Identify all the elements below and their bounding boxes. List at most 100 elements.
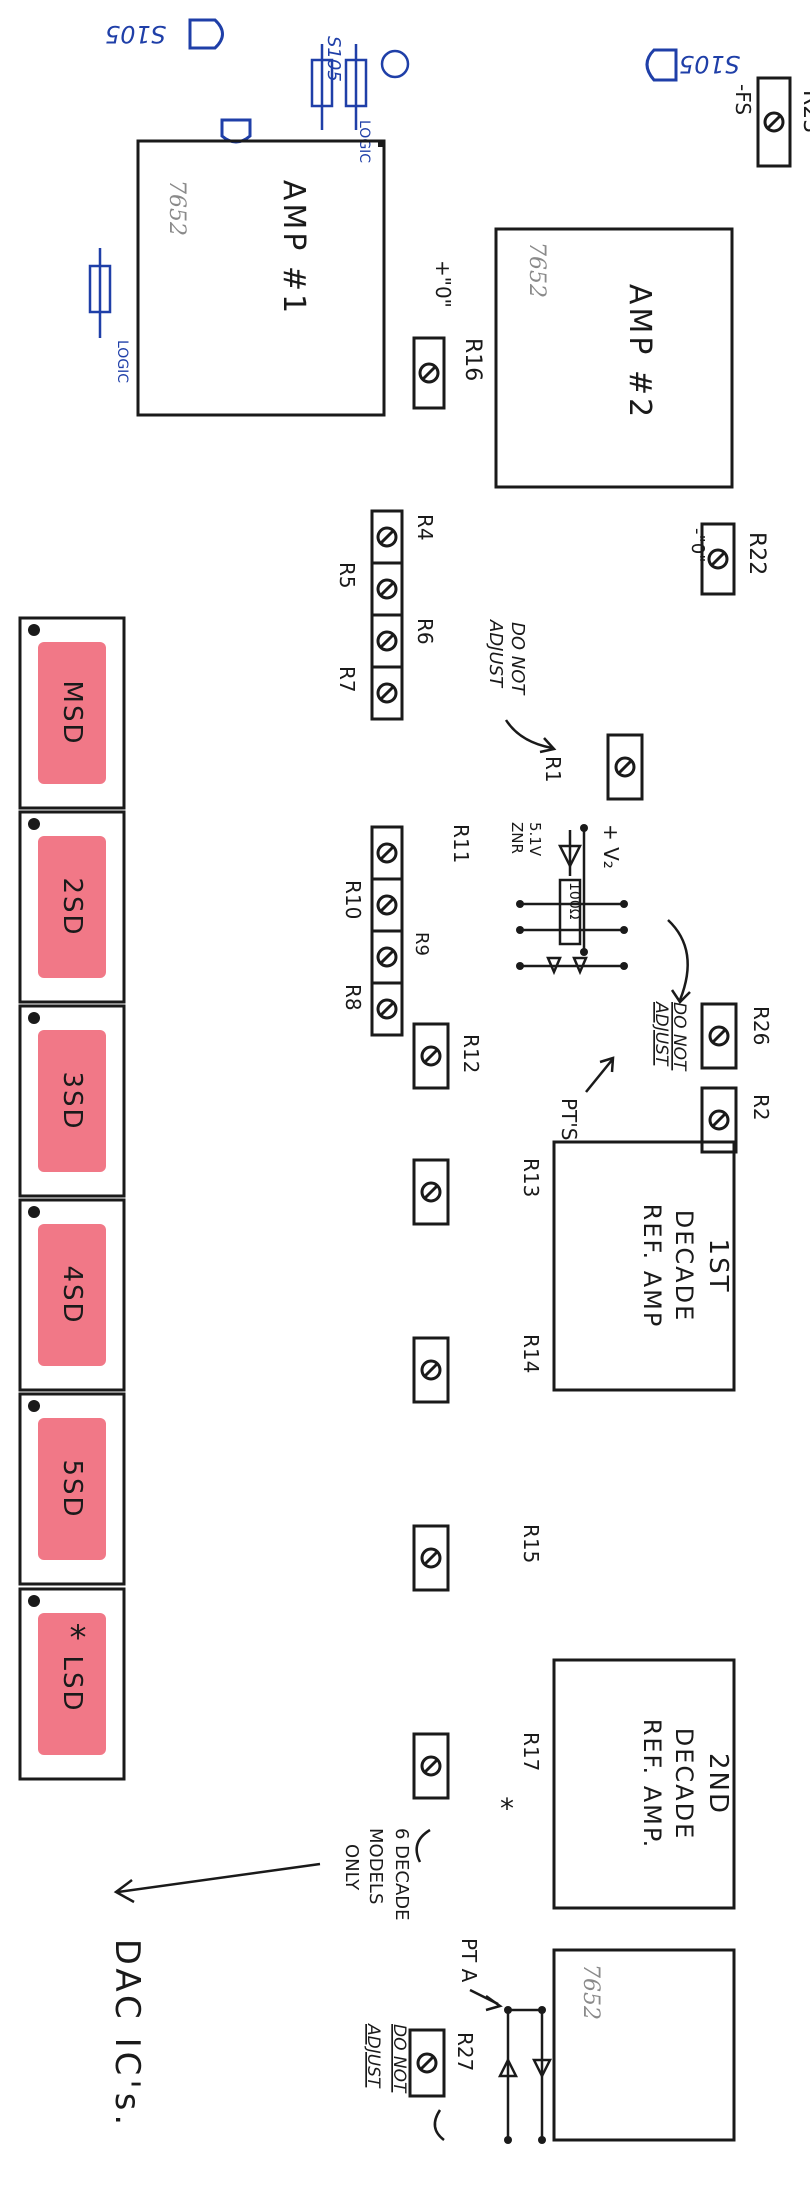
r5-label: R5 xyxy=(335,562,359,589)
dac-chip-body xyxy=(18,1004,126,1198)
diode-icon xyxy=(497,2057,519,2078)
trimmer-r12: R12 xyxy=(412,1022,483,1090)
reference-diode-cluster: + V₂ 5.1V ZNR 100Ω xyxy=(508,822,628,976)
s105-text-right: S105 xyxy=(679,50,740,78)
r2-label: R2 xyxy=(749,1094,773,1121)
six-decade-line3: ONLY xyxy=(341,1844,362,1891)
ref-amp-2-line2: DECADE xyxy=(670,1728,698,1840)
dac-chip-highlight xyxy=(38,1224,106,1366)
logic-left-text: LOGIC xyxy=(114,340,130,383)
r9-label: R9 xyxy=(411,932,432,956)
dac-chip-label: MSD xyxy=(57,681,87,746)
trimmer-r17: R17 * 6 DECADE MODELS ONLY xyxy=(113,1732,543,1921)
dac-chip-highlight xyxy=(38,642,106,784)
r22-note: -"0" xyxy=(687,528,708,563)
arrow-icon xyxy=(539,737,557,754)
dac-chip-body xyxy=(18,616,126,810)
dac-chip-5sd: 5SD xyxy=(18,1392,126,1586)
dac-chip-lsd: LSD* xyxy=(18,1587,126,1781)
trimmer-r16: R16 +"0" xyxy=(412,260,485,410)
chip-right-part: 7652 xyxy=(578,1964,603,2020)
ref-amp-1-line1: 1ST xyxy=(703,1239,733,1294)
pin1-dot-icon xyxy=(28,1012,40,1024)
r16-label: R16 xyxy=(460,338,485,381)
r15-label: R15 xyxy=(519,1524,543,1563)
annotation-shape-icon xyxy=(188,18,224,50)
dac-chip-2sd: 2SD xyxy=(18,810,126,1004)
diode-icon xyxy=(531,2058,553,2079)
r10-label: R10 xyxy=(341,880,365,919)
ref-amp-1-line3: REF. AMP xyxy=(638,1204,666,1329)
trimmer-bank-r8-r11: R11 R10 R9 R8 xyxy=(341,824,473,1037)
resistor-100-text: 100Ω xyxy=(566,882,582,920)
dac-chip-body xyxy=(18,1587,126,1781)
r6-label: R6 xyxy=(413,618,437,645)
amp1-label: AMP #1 xyxy=(276,180,311,316)
v2-label: + V₂ xyxy=(599,824,623,869)
s105-top-left-note: S105 xyxy=(105,18,224,50)
r22-label: R22 xyxy=(744,532,769,575)
r26-label: R26 xyxy=(749,1006,773,1045)
annotation-shape-icon xyxy=(220,118,252,144)
dac-chip-body xyxy=(18,1198,126,1392)
trimmer-r13: R13 xyxy=(412,1158,543,1226)
r16-note: +"0" xyxy=(431,260,455,308)
zener-text-2: ZNR xyxy=(508,822,526,854)
annotation-shape-icon xyxy=(645,48,678,82)
do-not-text-2: DO NOT xyxy=(669,1002,689,1072)
dac-chip-3sd: 3SD xyxy=(18,1004,126,1198)
zener-text: 5.1V xyxy=(526,822,544,857)
r1-section: DO NOT ADJUST R1 xyxy=(485,619,644,801)
r13-label: R13 xyxy=(519,1158,543,1197)
r17-label: R17 xyxy=(519,1732,543,1771)
r14-label: R14 xyxy=(519,1334,543,1373)
adjust-text-3: ADJUST xyxy=(363,2023,383,2089)
ref-amp-2-line1: 2ND xyxy=(703,1753,733,1815)
amp2-ic: AMP #2 7652 xyxy=(494,227,734,489)
logic-resistor-left: LOGIC xyxy=(88,248,130,383)
dac-chip-msd: MSD xyxy=(18,616,126,810)
r17-mark: * xyxy=(500,1792,514,1825)
adjust-text-1: ADJUST xyxy=(485,619,506,689)
arrow-icon xyxy=(599,1056,615,1073)
dac-chip-highlight xyxy=(38,1613,106,1755)
pin1-dot-icon xyxy=(28,818,40,830)
amp1-part: 7652 xyxy=(164,180,189,236)
r8-label: R8 xyxy=(341,984,365,1011)
s105-top-right-note: S105 xyxy=(645,48,740,82)
r4-label: R4 xyxy=(413,514,437,541)
s105-text: S105 xyxy=(105,20,166,48)
circle-mark-icon xyxy=(380,49,410,79)
pts-label: PT'S xyxy=(557,1098,581,1140)
amp2-part: 7652 xyxy=(524,242,549,298)
arrow-icon xyxy=(485,1994,503,2012)
six-decade-line1: 6 DECADE xyxy=(391,1828,412,1921)
dac-chip-label: 3SD xyxy=(57,1071,87,1130)
amp2-label: AMP #2 xyxy=(622,284,657,420)
trimmer-r26-r2: R26 R2 DO NOT ADJUST PT'S xyxy=(557,919,773,1154)
dac-chip-body xyxy=(18,810,126,1004)
ref-amp-1-line2: DECADE xyxy=(670,1210,698,1322)
adjust-text-2: ADJUST xyxy=(651,1001,671,1067)
r7-label: R7 xyxy=(335,666,359,693)
pt-a-section: PT A xyxy=(457,1938,553,2144)
trimmer-r14: R14 xyxy=(412,1334,543,1404)
resistor-icon xyxy=(344,58,368,108)
r23-label: R23 xyxy=(798,90,810,133)
pin1-dot-icon xyxy=(28,1400,40,1412)
amp1-ic: AMP #1 7652 xyxy=(136,139,386,417)
dac-chip-highlight xyxy=(38,836,106,978)
pt-a-label: PT A xyxy=(457,1938,481,1983)
dac-chip-label: 4SD xyxy=(57,1265,87,1324)
pin1-dot-icon xyxy=(28,1595,40,1607)
ref-amp-2: 2ND DECADE REF. AMP. xyxy=(552,1658,736,1910)
arrow-icon xyxy=(113,1879,135,1904)
trimmer-r22: R22 -"0" xyxy=(687,522,769,596)
trimmer-r23: R23 -FS xyxy=(731,76,810,168)
chip-right-ic: 7652 xyxy=(552,1948,736,2142)
r27-label: R27 xyxy=(453,2032,477,2071)
six-decade-line2: MODELS xyxy=(365,1828,386,1904)
r11-label: R11 xyxy=(449,824,473,863)
